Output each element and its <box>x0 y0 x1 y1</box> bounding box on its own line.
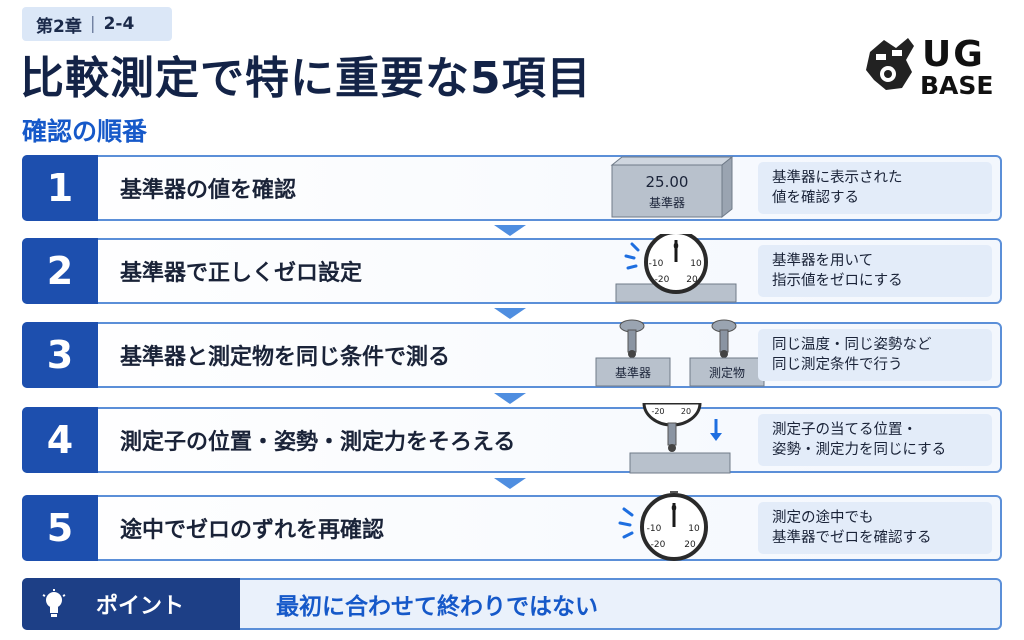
block-value: 25.00 <box>646 173 689 191</box>
step-label: 基準器と測定物を同じ条件で測る <box>120 345 451 370</box>
desc-line-2: 姿勢・測定力を同じにする <box>772 442 947 458</box>
step-5: 5 途中でゼロのずれを再確認 0 -10 10 -20 20 測定の途中でも 基… <box>22 491 1002 561</box>
dial-minus20-label: -20 <box>655 275 670 285</box>
step-description: 同じ温度・同じ姿勢など 同じ測定条件で行う <box>758 329 992 381</box>
step-2: 2 基準器で正しくゼロ設定 0 -10 10 -20 20 基準器を用いて 指示… <box>22 234 1002 304</box>
desc-line-2: 同じ測定条件で行う <box>772 357 903 373</box>
dial-minus20-label: -20 <box>651 540 666 550</box>
dial-minus10-label: -10 <box>649 259 664 269</box>
right-block-label: 測定物 <box>709 365 745 380</box>
dial-minus20-label: -20 <box>651 407 664 416</box>
section-label: 2-4 <box>103 14 135 34</box>
chapter-tag: 第2章 | 2-4 <box>22 7 172 41</box>
desc-line-2: 指示値をゼロにする <box>772 273 903 289</box>
dial-gauge-zero-illustration: 0 -10 10 -20 20 <box>615 234 737 303</box>
step-4: 4 測定子の位置・姿勢・測定力をそろえる -20 20 測定子の当てる位置・ 姿… <box>22 403 1002 474</box>
dial-plus10-label: 10 <box>690 259 702 269</box>
down-arrow-icon <box>494 225 526 236</box>
reference-block-illustration: 25.00 基準器 <box>610 155 734 219</box>
step-label: 基準器で正しくゼロ設定 <box>120 261 363 286</box>
page-title: 比較測定で特に重要な5項目 <box>20 53 592 104</box>
step-label: 基準器の値を確認 <box>120 178 297 203</box>
chapter-label: 第2章 <box>36 16 82 37</box>
dial-plus20-label: 20 <box>686 275 698 285</box>
down-arrow-icon <box>710 419 722 441</box>
highlight-marks-icon <box>624 242 640 270</box>
dial-plus20-label: 20 <box>684 540 696 550</box>
dial-zero-label: 0 <box>673 242 679 252</box>
desc-line-1: 同じ温度・同じ姿勢など <box>772 337 932 353</box>
step-description: 測定子の当てる位置・ 姿勢・測定力を同じにする <box>758 414 992 466</box>
down-arrow-icon <box>494 478 526 489</box>
point-text: 最初に合わせて終わりではない <box>276 594 598 620</box>
dial-recheck-illustration: 0 -10 10 -20 20 <box>618 491 708 561</box>
step-label: 測定子の位置・姿勢・測定力をそろえる <box>120 430 516 455</box>
step-number: 4 <box>22 407 98 473</box>
probe-right-icon <box>711 319 737 358</box>
same-condition-illustration: 基準器 測定物 <box>595 319 765 387</box>
logo-text-1: UG <box>922 34 985 75</box>
dial-plus10-label: 10 <box>688 524 700 534</box>
step-label: 途中でゼロのずれを再確認 <box>120 518 385 543</box>
logo-text-2: BASE <box>920 71 994 100</box>
probe-position-illustration: -20 20 <box>629 403 731 474</box>
highlight-marks-icon <box>618 507 634 539</box>
point-header: ポイント <box>22 578 240 630</box>
ug-base-logo: UG BASE <box>866 34 994 100</box>
block-label: 基準器 <box>649 195 685 210</box>
engine-icon <box>866 38 914 90</box>
desc-line-2: 値を確認する <box>772 190 859 206</box>
left-block-label: 基準器 <box>615 365 651 380</box>
step-number: 3 <box>22 322 98 388</box>
desc-line-1: 測定の途中でも <box>772 510 874 526</box>
step-description: 基準器を用いて 指示値をゼロにする <box>758 245 992 297</box>
step-3: 3 基準器と測定物を同じ条件で測る 基準器 測定物 同じ温度・同じ姿勢など 同じ… <box>22 319 1002 388</box>
page-subtitle: 確認の順番 <box>22 117 148 146</box>
down-arrow-icon <box>494 308 526 319</box>
probe-left-icon <box>619 319 645 358</box>
step-number: 2 <box>22 238 98 304</box>
desc-line-2: 基準器でゼロを確認する <box>772 530 932 546</box>
point-label: ポイント <box>96 594 185 619</box>
dial-minus10-label: -10 <box>647 524 662 534</box>
desc-line-1: 基準器を用いて <box>772 253 874 269</box>
step-1: 1 基準器の値を確認 25.00 基準器 基準器に表示された 値を確認する <box>22 155 1002 221</box>
desc-line-1: 基準器に表示された <box>772 170 903 186</box>
step-number: 1 <box>22 155 98 221</box>
lightbulb-icon <box>42 589 66 617</box>
down-arrow-icon <box>494 393 526 404</box>
step-number: 5 <box>22 495 98 561</box>
desc-line-1: 測定子の当てる位置・ <box>772 422 917 438</box>
step-description: 基準器に表示された 値を確認する <box>758 162 992 214</box>
dial-plus20-label: 20 <box>681 407 691 416</box>
step-description: 測定の途中でも 基準器でゼロを確認する <box>758 502 992 554</box>
chapter-separator: | <box>89 14 96 34</box>
dial-zero-label: 0 <box>671 504 677 514</box>
point-banner: ポイント 最初に合わせて終わりではない <box>22 578 1002 630</box>
